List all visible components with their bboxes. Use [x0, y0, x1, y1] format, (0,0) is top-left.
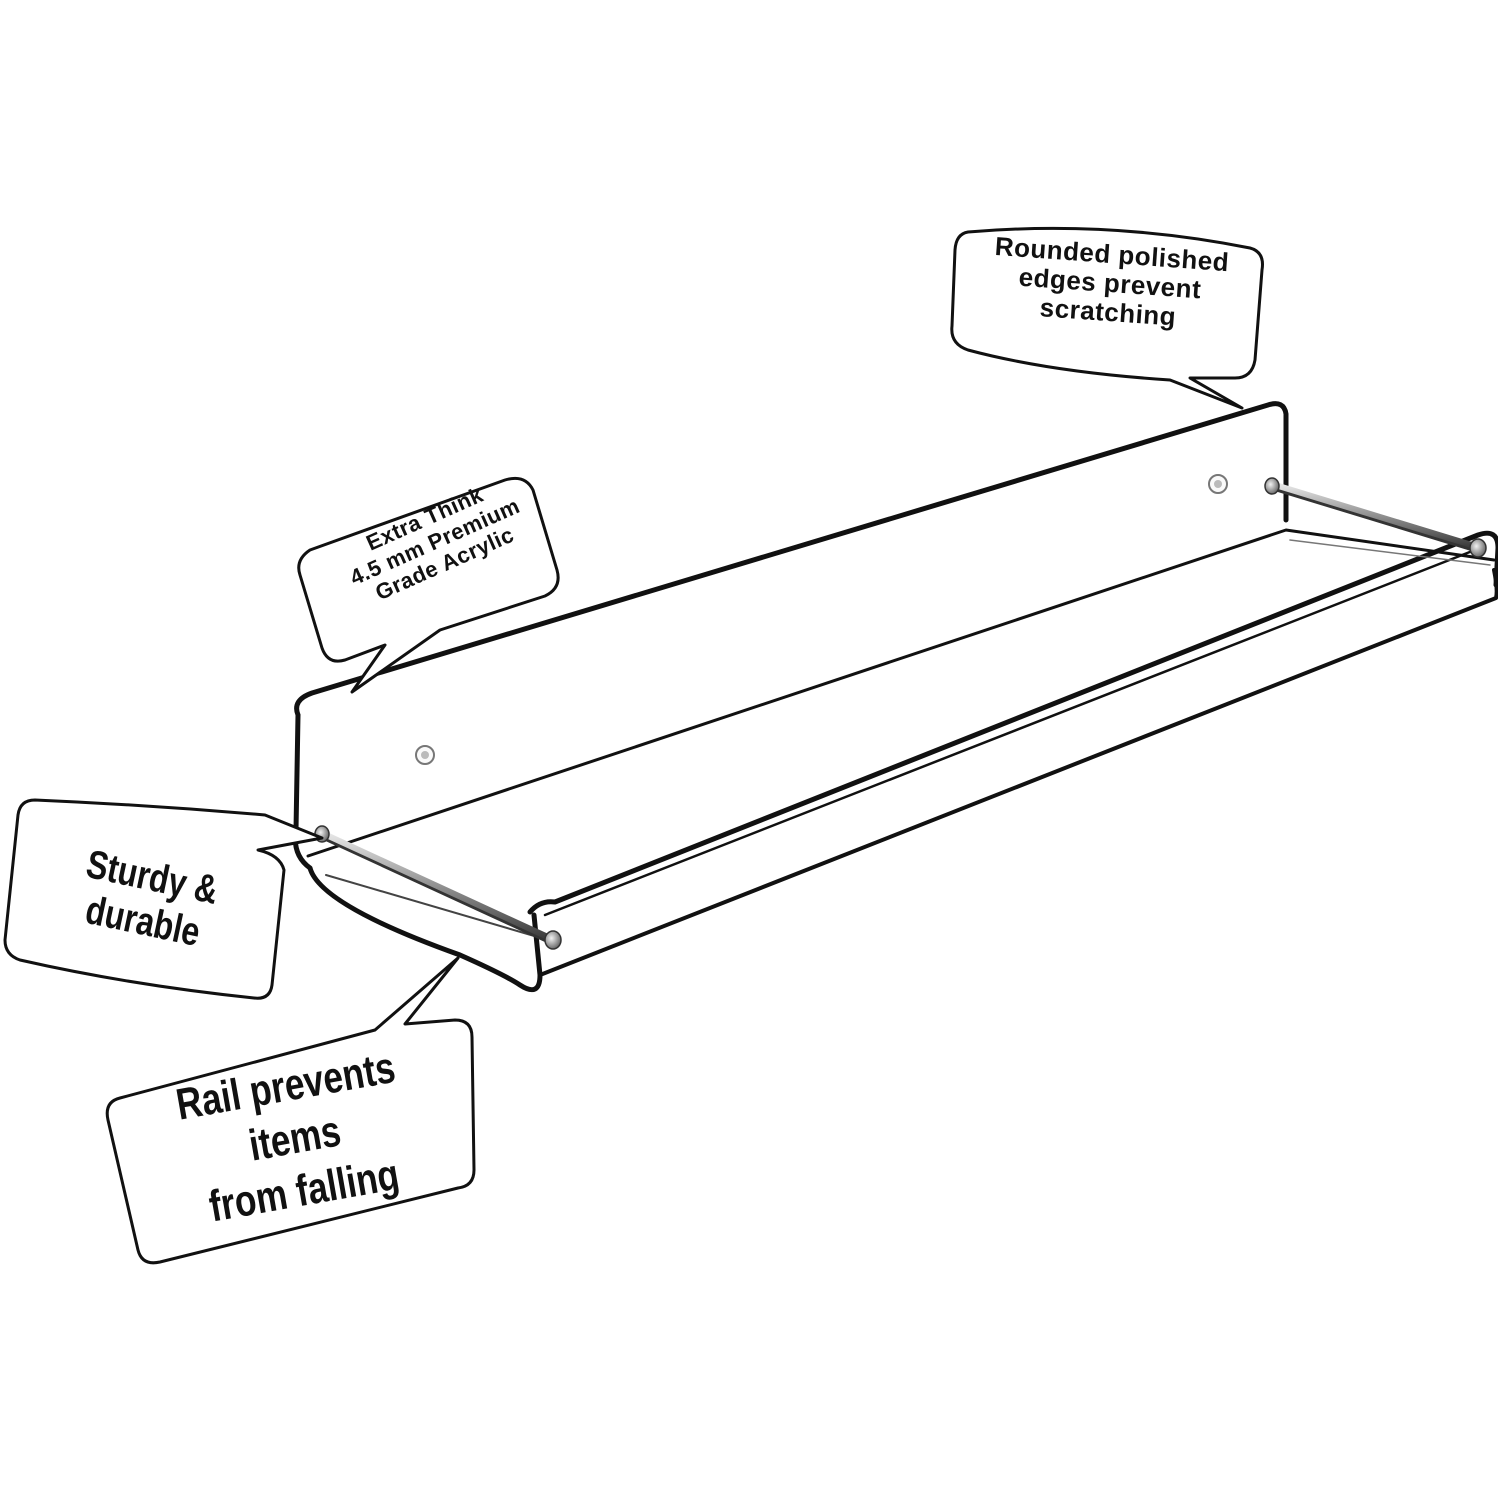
- shelf-back-panel-inner: [311, 404, 1269, 694]
- callout-bubble-sturdy: [3, 798, 324, 1000]
- callout-bubble-rounded-edges: [950, 226, 1264, 410]
- mounting-screw-right: [1208, 474, 1228, 494]
- mounting-screw-left: [415, 745, 435, 765]
- callout-bubble-rail: [105, 956, 476, 1265]
- shelf-floor-back-line: [306, 528, 1496, 858]
- rail-end-cap: [1469, 538, 1487, 558]
- callout-bubble-thick-acrylic: [297, 476, 560, 694]
- shelf-base-right: [538, 568, 1498, 977]
- shelf-floor-front-line: [325, 874, 549, 941]
- shelf-front-lip: [527, 530, 1498, 915]
- shelf-front-lip-inner: [543, 546, 1482, 917]
- acrylic-shelf: [292, 401, 1498, 993]
- metal-rail: [314, 477, 1487, 950]
- shelf-base-front: [307, 865, 543, 993]
- shelf-floor-highlight: [1289, 539, 1491, 566]
- rail-end-cap: [544, 930, 562, 950]
- shelf-back-left-edge: [292, 712, 313, 871]
- rail-end-cap: [1264, 477, 1280, 495]
